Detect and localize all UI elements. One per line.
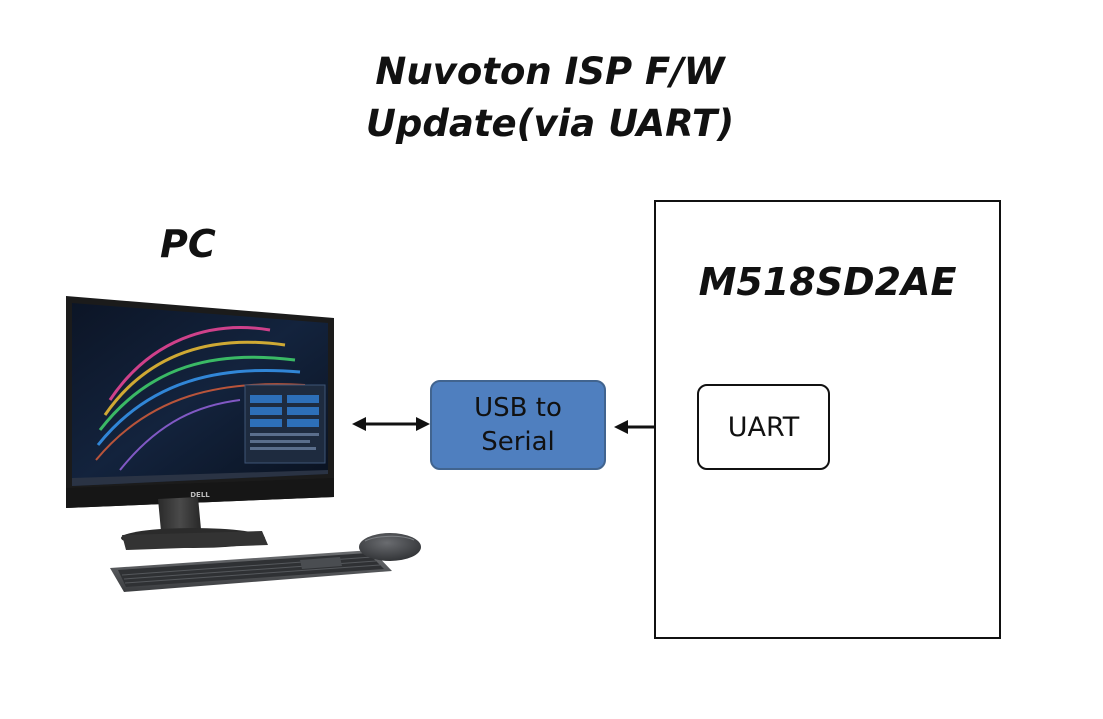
uart-box: UART [697,384,830,470]
uart-label: UART [727,411,800,443]
mouse-icon [359,533,421,561]
title-line-2: Update(via UART) [365,102,735,145]
pc-label: PC [160,222,216,266]
desktop-computer-icon: DELL [66,296,334,550]
usb-to-serial-box: USB to Serial [430,380,606,470]
title-line-1: Nuvoton ISP F/W [375,50,725,93]
arrow-pc-usb [352,417,430,431]
keyboard-icon [110,550,392,592]
usb-label-line-2: Serial [481,427,555,457]
monitor-brand-logo: DELL [190,491,210,499]
usb-label-line-1: USB to [474,393,562,423]
chip-label: M518SD2AE [698,260,957,304]
diagram-title: Nuvoton ISP F/W Update(via UART) [240,46,860,150]
